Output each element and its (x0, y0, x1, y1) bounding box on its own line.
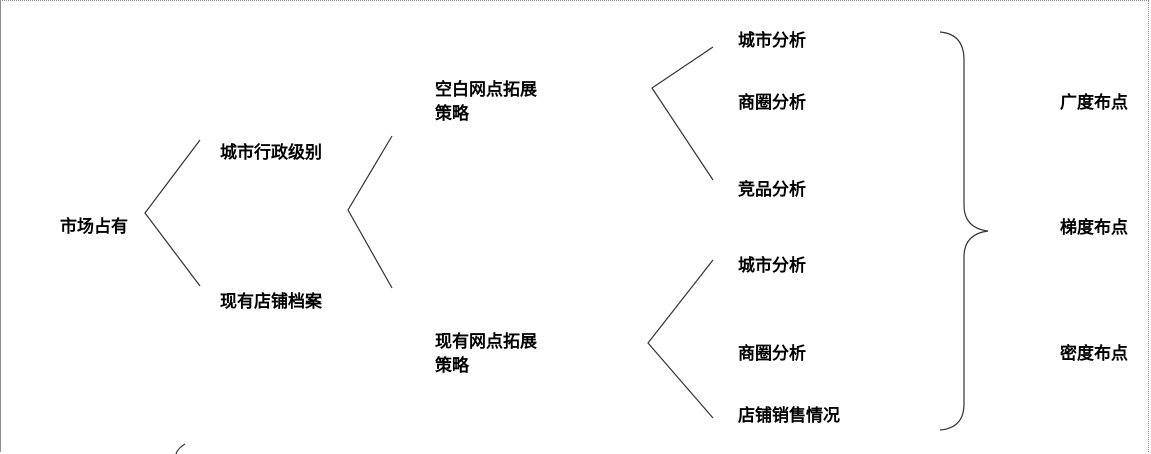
bottom-city-analysis: 城市分析 (738, 256, 806, 276)
level2-node-blank-expansion: 空白网点拓展策略 (435, 80, 537, 124)
fragment-arc (175, 443, 186, 454)
top-business-circle-analysis: 商圈分析 (738, 93, 806, 113)
root-bracket (144, 139, 201, 287)
top-competitor-analysis: 竞品分析 (738, 180, 806, 200)
level1-node-store-archive: 现有店铺档案 (220, 292, 322, 312)
outcome-breadth: 广度布点 (1060, 93, 1128, 113)
bottom-business-circle-analysis: 商圈分析 (738, 344, 806, 364)
top-analysis-bracket (651, 46, 714, 181)
outcome-density: 密度布点 (1060, 344, 1128, 364)
bottom-analysis-bracket (647, 259, 714, 419)
level1-bracket (347, 135, 393, 289)
level1-node-city-admin: 城市行政级别 (220, 143, 322, 163)
level2-node-existing-expansion: 现有网点拓展策略 (435, 332, 537, 376)
root-node: 市场占有 (60, 217, 128, 237)
top-city-analysis: 城市分析 (738, 31, 806, 51)
curly-brace (939, 31, 989, 431)
bottom-store-sales: 店铺销售情况 (738, 406, 840, 426)
outcome-gradient: 梯度布点 (1060, 218, 1128, 238)
